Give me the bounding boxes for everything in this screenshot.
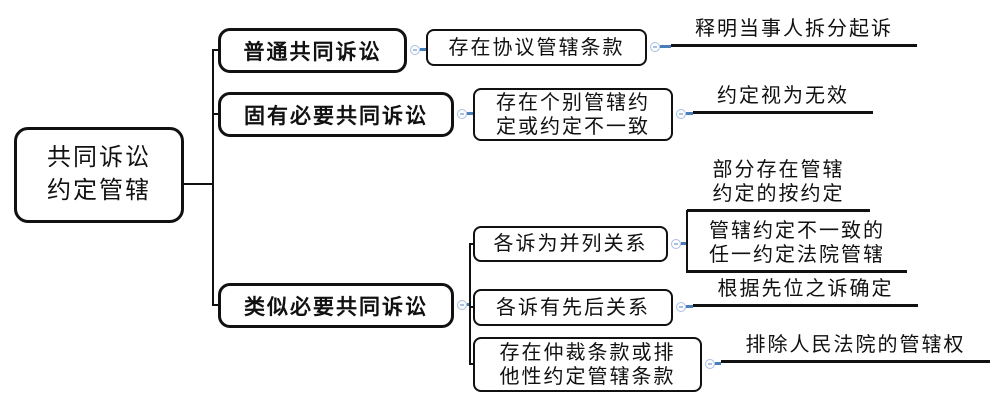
minus-glyph bbox=[460, 113, 464, 115]
node-individual-jurisdiction-agreement[interactable]: 存在个别管辖约 定或约定不一致 bbox=[473, 88, 673, 141]
node-label: 部分存在管辖 bbox=[712, 159, 845, 181]
node-label: 他性约定管辖条款 bbox=[499, 365, 676, 388]
node-inherent-necessary-joint-litigation[interactable]: 固有必要共同诉讼 bbox=[218, 92, 454, 137]
collapse-icon[interactable] bbox=[676, 302, 686, 312]
connector-line bbox=[681, 242, 687, 245]
connector-line bbox=[715, 362, 721, 365]
node-arbitration-or-exclusive-clause[interactable]: 存在仲裁条款或排 他性约定管辖条款 bbox=[473, 337, 702, 392]
node-label: 固有必要共同诉讼 bbox=[244, 103, 428, 128]
node-label: 存在个别管辖约 bbox=[496, 91, 650, 114]
node-claims-parallel-relation[interactable]: 各诉为并列关系 bbox=[473, 226, 668, 262]
minus-glyph bbox=[413, 49, 417, 51]
node-label: 根据先位之诉确定 bbox=[717, 278, 894, 300]
connector-line bbox=[469, 243, 471, 365]
node-similar-necessary-joint-litigation[interactable]: 类似必要共同诉讼 bbox=[218, 283, 454, 328]
connector-line bbox=[420, 48, 426, 51]
connector-line bbox=[686, 210, 688, 273]
collapse-icon[interactable] bbox=[457, 300, 467, 310]
node-root[interactable]: 共同诉讼 约定管辖 bbox=[14, 127, 184, 223]
leaf-exclude-court-jurisdiction[interactable]: 排除人民法院的管辖权 bbox=[721, 330, 990, 363]
collapse-icon[interactable] bbox=[671, 239, 681, 249]
node-label: 约定的按约定 bbox=[712, 183, 845, 205]
leaf-inconsistent-any-agreed-court[interactable]: 管辖约定不一致的 任一约定法院管辖 bbox=[687, 217, 907, 273]
connector-line bbox=[469, 243, 475, 245]
node-agreed-jurisdiction-clause-exists[interactable]: 存在协议管辖条款 bbox=[426, 29, 647, 66]
node-label: 普通共同诉讼 bbox=[243, 39, 382, 64]
minus-glyph bbox=[674, 243, 678, 245]
connector-line bbox=[660, 45, 671, 48]
connector-line bbox=[686, 305, 693, 308]
connector-line bbox=[469, 363, 475, 365]
node-label: 约定管辖 bbox=[47, 178, 151, 204]
node-label: 约定视为无效 bbox=[717, 85, 849, 107]
collapse-icon[interactable] bbox=[650, 42, 660, 52]
collapse-icon[interactable] bbox=[676, 109, 686, 119]
node-label: 排除人民法院的管辖权 bbox=[745, 334, 966, 356]
node-claims-sequential-relation[interactable]: 各诉有先后关系 bbox=[473, 289, 673, 326]
connector-line bbox=[469, 306, 475, 308]
connector-line bbox=[686, 112, 693, 115]
minus-glyph bbox=[460, 304, 464, 306]
leaf-advise-parties-split-suit[interactable]: 释明当事人拆分起诉 bbox=[671, 14, 917, 47]
node-label: 存在仲裁条款或排 bbox=[499, 341, 676, 364]
node-label: 共同诉讼 bbox=[47, 145, 151, 171]
minus-glyph bbox=[708, 363, 712, 365]
node-label: 定或约定不一致 bbox=[496, 115, 650, 138]
node-label: 类似必要共同诉讼 bbox=[244, 294, 428, 319]
node-label: 任一约定法院管辖 bbox=[709, 244, 885, 266]
minus-glyph bbox=[653, 46, 657, 48]
node-label: 存在协议管辖条款 bbox=[448, 36, 625, 59]
leaf-agreement-invalid[interactable]: 约定视为无效 bbox=[693, 81, 873, 114]
leaf-determine-by-prior-claim[interactable]: 根据先位之诉确定 bbox=[693, 274, 918, 307]
collapse-icon[interactable] bbox=[410, 45, 420, 55]
node-label: 释明当事人拆分起诉 bbox=[695, 18, 893, 40]
node-label: 各诉有先后关系 bbox=[496, 296, 650, 319]
node-label: 管辖约定不一致的 bbox=[709, 220, 885, 242]
collapse-icon[interactable] bbox=[705, 359, 715, 369]
trunk-line bbox=[212, 49, 214, 306]
leaf-partial-agreement-follow[interactable]: 部分存在管辖 约定的按约定 bbox=[687, 156, 870, 212]
node-label: 各诉为并列关系 bbox=[493, 233, 648, 255]
collapse-icon[interactable] bbox=[457, 109, 467, 119]
minus-glyph bbox=[679, 306, 683, 308]
node-ordinary-joint-litigation[interactable]: 普通共同诉讼 bbox=[218, 28, 407, 73]
connector-line bbox=[467, 112, 473, 115]
connector-line bbox=[184, 183, 212, 185]
minus-glyph bbox=[679, 113, 683, 115]
